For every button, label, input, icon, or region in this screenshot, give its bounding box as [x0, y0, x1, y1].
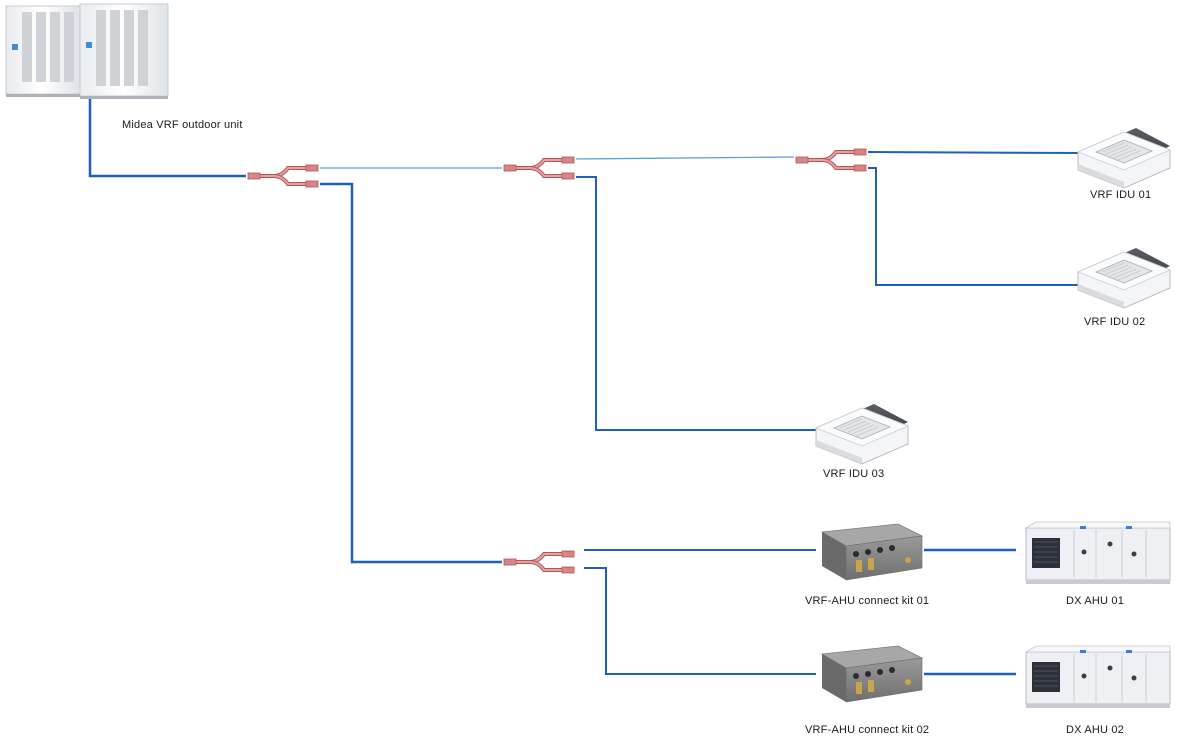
refrigerant-pipes — [88, 95, 1081, 676]
pipe-to-joint-3 — [575, 156, 795, 160]
refnet-joint-icon — [246, 163, 320, 189]
refnet-joint-icon — [794, 147, 868, 173]
connect-kit-icon — [821, 523, 923, 581]
kit-01-label: VRF-AHU connect kit 01 — [805, 595, 930, 607]
cassette-unit-icon — [1077, 247, 1171, 309]
kit-02-label: VRF-AHU connect kit 02 — [805, 724, 930, 736]
pipe-to-idu-03 — [576, 176, 816, 431]
cassette-unit-icon — [815, 403, 909, 465]
refnet-joint-icon — [502, 155, 576, 181]
idu-02-label: VRF IDU 02 — [1084, 316, 1146, 328]
pipe-to-idu-01 — [867, 151, 1081, 154]
cassette-unit-icon — [1077, 127, 1171, 189]
idu-03-label: VRF IDU 03 — [823, 468, 885, 480]
connect-kit-icon — [821, 645, 923, 703]
pipe-branch-lower — [320, 182, 502, 564]
ahu-01-label: DX AHU 01 — [1066, 595, 1125, 607]
pipe-to-idu-02 — [868, 167, 1080, 286]
outdoor-unit-label: Midea VRF outdoor unit — [122, 119, 243, 131]
ahu-02-label: DX AHU 02 — [1066, 724, 1125, 736]
pipe-main-trunk — [88, 95, 246, 178]
pipe-to-kit-02 — [584, 567, 816, 675]
refnet-joint-icon — [502, 549, 576, 575]
air-handling-unit-icon — [1025, 645, 1171, 709]
air-handling-unit-icon — [1025, 521, 1171, 585]
outdoor-unit-icon — [5, 3, 169, 99]
idu-01-label: VRF IDU 01 — [1090, 189, 1152, 201]
